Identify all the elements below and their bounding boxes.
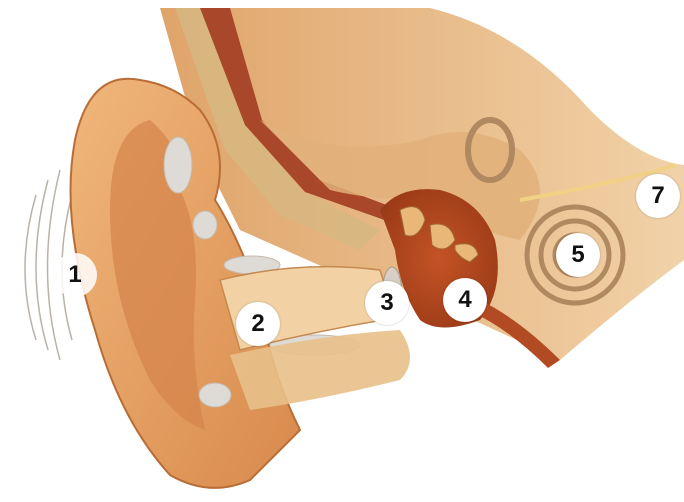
label-7: 7 [636, 174, 680, 218]
label-2: 2 [236, 302, 280, 346]
label-1: 1 [53, 253, 97, 297]
label-3: 3 [365, 281, 409, 325]
label-4: 4 [443, 278, 487, 322]
label-5: 5 [556, 233, 600, 277]
